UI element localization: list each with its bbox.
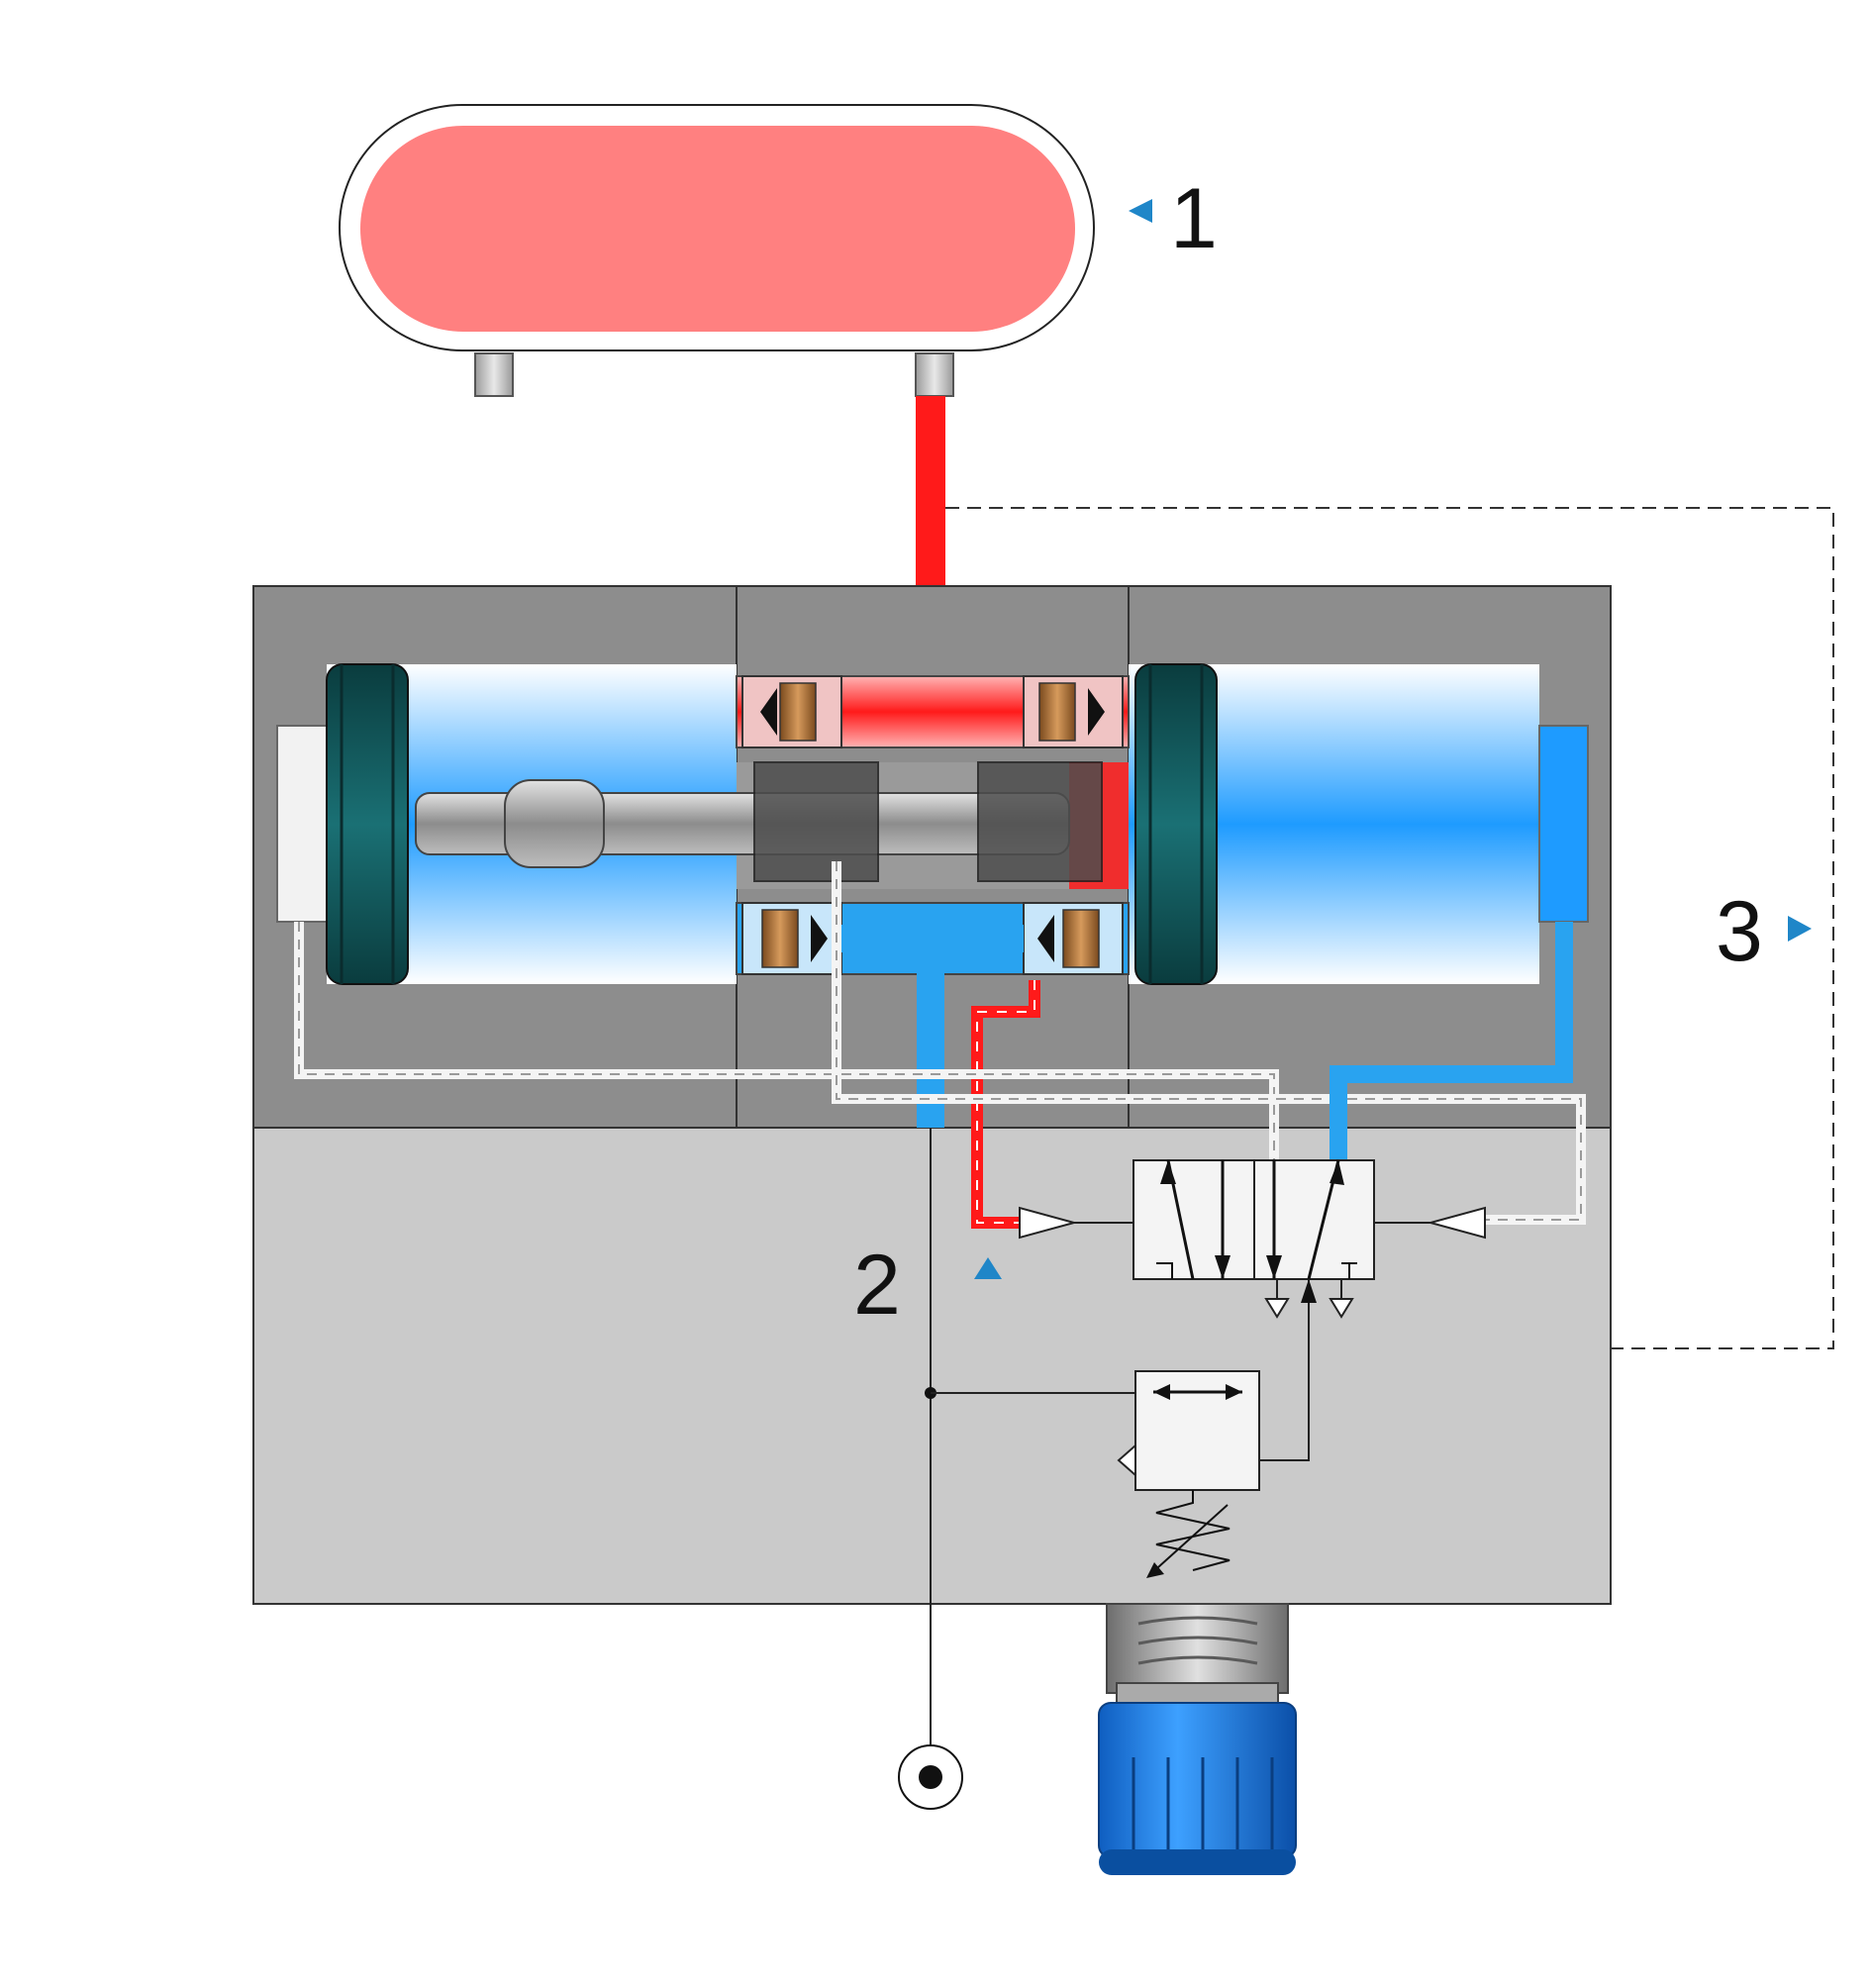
lower-left-check-valve <box>741 902 842 975</box>
left-piston <box>326 663 409 985</box>
red-pilot-passage-dash <box>976 980 1035 1224</box>
exhaust-passage-center-dash <box>836 861 1582 1221</box>
right-end-port <box>1538 725 1589 923</box>
callout-1: 1 <box>1170 171 1218 266</box>
left-end-cap <box>276 725 328 923</box>
callout-2: 2 <box>853 1238 901 1333</box>
callout-2-marker <box>974 1257 1002 1279</box>
lower-right-check-valve <box>1023 902 1124 975</box>
pressure-regulator-symbol <box>1117 1279 1317 1578</box>
upper-left-check-valve <box>741 675 842 748</box>
left-rod-seal <box>753 761 879 882</box>
air-reservoir <box>339 104 1095 397</box>
pilot-signal-line <box>945 507 1834 1376</box>
exhaust-passage-left-dash <box>298 922 1275 1160</box>
rod-neck <box>504 779 605 868</box>
right-piston <box>1134 663 1218 985</box>
callout-1-marker <box>1129 199 1152 223</box>
supply-port-symbol <box>898 1744 963 1810</box>
reservoir-port-left <box>474 352 514 397</box>
right-rod-seal <box>977 761 1103 882</box>
block-lower <box>252 1127 1612 1605</box>
adjustment-knob[interactable] <box>1098 1603 1297 1875</box>
reservoir-port-right <box>915 352 954 397</box>
callout-3-marker <box>1788 916 1812 942</box>
upper-right-check-valve <box>1023 675 1124 748</box>
callout-3: 3 <box>1716 884 1763 979</box>
return-passage <box>1329 922 1573 1160</box>
directional-valve-symbol <box>1019 1159 1486 1319</box>
reservoir-fill <box>360 126 1075 332</box>
